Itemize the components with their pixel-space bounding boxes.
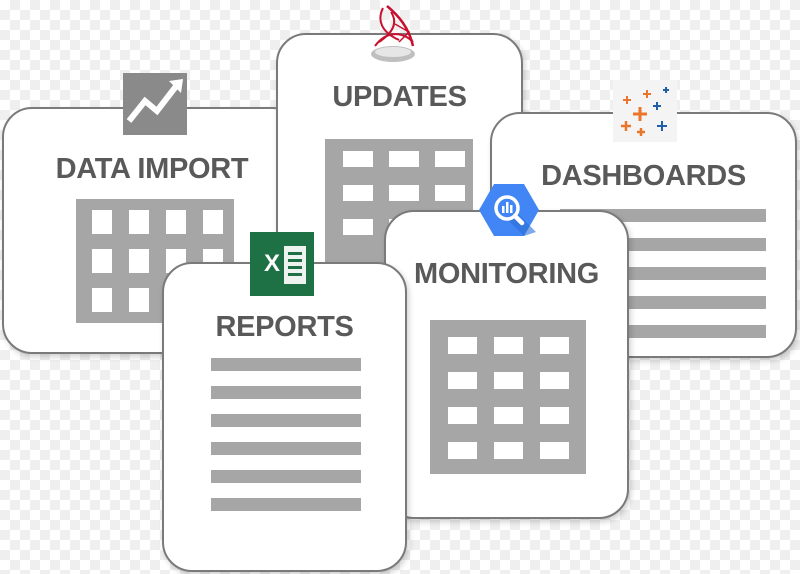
- updates-title: UPDATES: [332, 81, 467, 113]
- reports-card: REPORTS: [162, 262, 407, 572]
- monitoring-card: MONITORING: [384, 210, 629, 519]
- excel-icon: X: [250, 232, 314, 296]
- bigquery-icon: [479, 184, 539, 236]
- sql-server-icon: [371, 5, 415, 62]
- monitoring-title: MONITORING: [414, 258, 599, 290]
- data-import-title: DATA IMPORT: [55, 153, 249, 185]
- dashboards-title: DASHBOARDS: [541, 160, 746, 192]
- chart-trend-icon: [123, 73, 187, 135]
- excel-letter: X: [263, 250, 280, 277]
- monitoring-table-icon: [430, 320, 586, 474]
- reports-title: REPORTS: [215, 311, 354, 343]
- tableau-icon: [613, 80, 677, 142]
